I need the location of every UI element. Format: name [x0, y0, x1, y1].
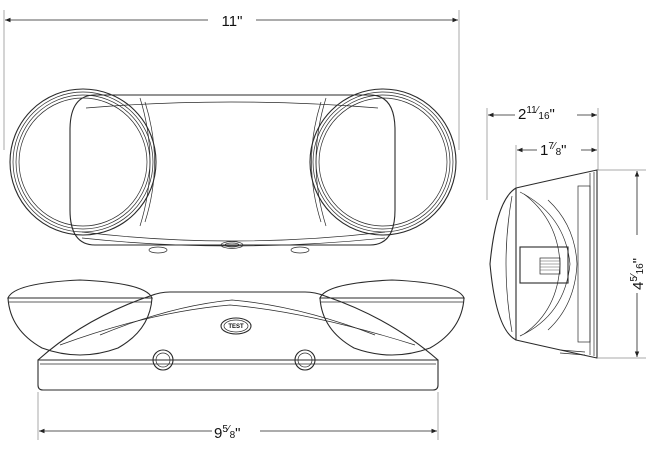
bottom-view: TEST [7, 279, 465, 391]
test-button: TEST [220, 317, 252, 335]
right-dome [319, 279, 465, 356]
indicator-left [152, 349, 174, 371]
left-lamp-head [9, 88, 157, 236]
dimension-label-height: 45⁄16" [629, 258, 647, 290]
dimension-base-width: 95⁄8" [37, 392, 439, 442]
test-button-label: TEST [228, 324, 244, 330]
dimension-label-overall-width: 11" [222, 13, 243, 30]
side-view [489, 169, 598, 359]
front-view [9, 88, 457, 254]
right-lamp-head [309, 88, 457, 236]
test-button-front [220, 241, 244, 249]
dimension-side-depth-body: 17⁄8" [515, 139, 597, 188]
dimension-height: 45⁄16" [598, 169, 647, 359]
left-dome [7, 279, 153, 356]
dimension-label-side-depth-total: 211⁄16" [518, 105, 555, 123]
dimension-label-side-depth-body: 17⁄8" [540, 141, 566, 159]
dimension-side-depth-total: 211⁄16" [486, 103, 599, 200]
indicator-right [294, 349, 316, 371]
side-switch [519, 246, 569, 284]
dimension-overall-width: 11" [3, 10, 460, 150]
dimension-label-base-width: 95⁄8" [214, 424, 240, 442]
